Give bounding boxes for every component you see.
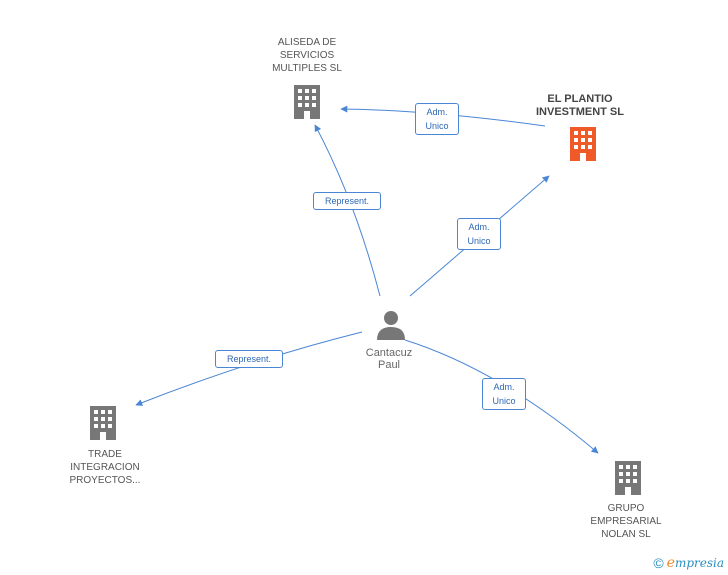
node-label-grupo[interactable]: GRUPO EMPRESARIAL NOLAN SL: [590, 503, 662, 540]
footer-brand: © empresia: [653, 555, 724, 571]
building-icon[interactable]: [612, 461, 644, 495]
person-icon[interactable]: [375, 309, 407, 341]
brand-name: mpresia: [674, 556, 724, 570]
edge-label-person-trade: Represent.: [215, 350, 283, 368]
edge-label-person-plantio: Adm. Unico: [457, 218, 501, 250]
building-icon-highlighted[interactable]: [567, 127, 599, 161]
edge-person-trade: [135, 331, 363, 406]
building-icon[interactable]: [87, 406, 119, 440]
building-icon[interactable]: [291, 85, 323, 119]
node-label-plantio[interactable]: EL PLANTIO INVESTMENT SL: [535, 93, 624, 118]
brand-logo: empresia: [667, 555, 724, 571]
edge-person-aliseda: [314, 124, 381, 297]
node-label-aliseda[interactable]: ALISEDA DE SERVICIOS MULTIPLES SL: [272, 37, 342, 74]
edge-label-person-aliseda: Represent.: [313, 192, 381, 210]
edge-label-plantio-aliseda: Adm. Unico: [415, 103, 459, 135]
node-label-trade[interactable]: TRADE INTEGRACION PROYECTOS...: [69, 449, 141, 486]
edge-label-person-grupo: Adm. Unico: [482, 378, 526, 410]
copyright-symbol: ©: [653, 555, 664, 571]
brand-initial: e: [666, 555, 675, 571]
node-label-person[interactable]: Cantacuz Paul: [365, 347, 413, 371]
